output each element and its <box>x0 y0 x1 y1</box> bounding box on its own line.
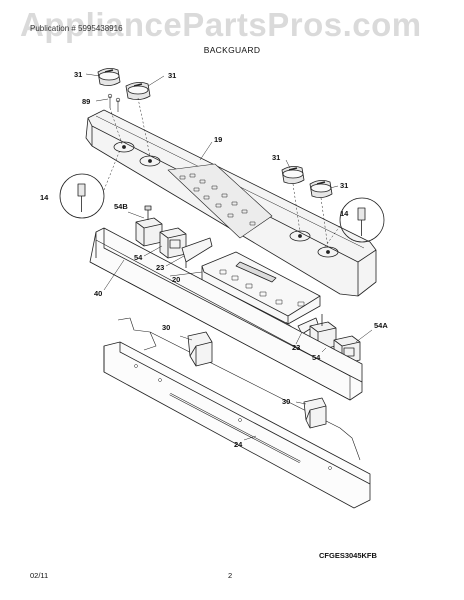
mounting-screws <box>107 93 121 112</box>
control-knob-4 <box>309 180 333 198</box>
footer-page-number: 2 <box>228 571 233 580</box>
callout-30-left: 30 <box>162 323 170 332</box>
callout-14-left: 14 <box>40 193 49 202</box>
callout-23-right: 23 <box>292 343 300 352</box>
callout-89: 89 <box>82 97 90 106</box>
callout-54-left: 54 <box>134 253 143 262</box>
callout-31-a: 31 <box>74 70 82 79</box>
detail-circle-left <box>59 149 121 219</box>
footer-date: 02/11 <box>30 571 49 580</box>
callout-40: 40 <box>94 289 102 298</box>
callout-labels: 31 31 31 31 89 19 14 14 54B 54 23 20 40 … <box>40 70 388 449</box>
infinite-switch-54-left <box>159 227 187 259</box>
rear-panel-24 <box>103 317 371 509</box>
callout-54a: 54A <box>374 321 388 330</box>
callout-23-left: 23 <box>156 263 164 272</box>
detail-circle-right <box>323 197 385 249</box>
front-trim-40 <box>89 227 363 401</box>
callout-54-right: 54 <box>312 353 321 362</box>
callout-31-d: 31 <box>340 181 348 190</box>
infinite-switch-54b <box>135 205 163 247</box>
callout-54b: 54B <box>114 202 128 211</box>
section-title: BACKGUARD <box>203 45 261 55</box>
callout-31-b: 31 <box>168 71 176 80</box>
control-knob-2 <box>125 82 151 100</box>
bracket-30-right <box>303 397 327 429</box>
callout-24: 24 <box>234 440 243 449</box>
mounting-bracket-23-left <box>181 237 213 268</box>
callout-30-right: 30 <box>282 397 290 406</box>
leader-lines-bottom <box>103 211 373 441</box>
callout-19: 19 <box>214 135 222 144</box>
electronic-control-board <box>201 251 321 335</box>
callout-14-right: 14 <box>340 209 349 218</box>
bracket-30-left <box>187 331 213 367</box>
callout-20: 20 <box>172 275 180 284</box>
leader-lines-top <box>85 73 339 249</box>
callout-31-c: 31 <box>272 153 280 162</box>
control-knob-1 <box>97 68 121 86</box>
control-knob-3 <box>281 166 305 184</box>
watermark-logo: AppliancePartsPros.com <box>20 6 422 43</box>
model-code: CFGES3045KFB <box>319 551 377 560</box>
publication-number: Publication # 5995438916 <box>30 24 123 33</box>
backguard-console <box>85 109 377 297</box>
